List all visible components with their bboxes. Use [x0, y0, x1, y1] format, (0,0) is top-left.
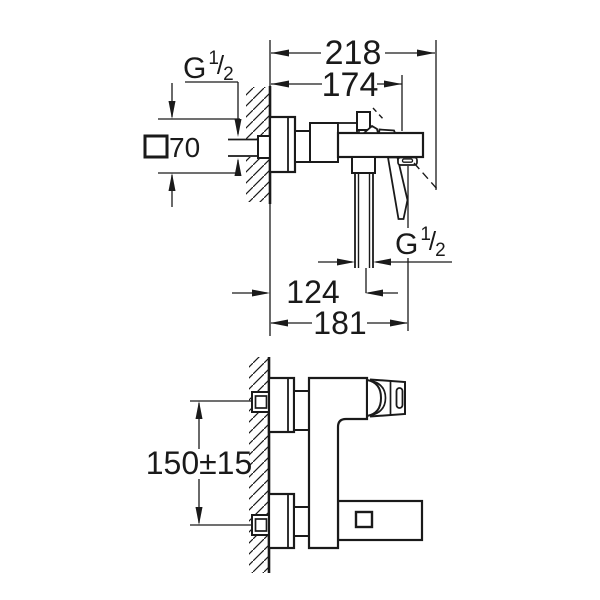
dim-150-label: 150±15: [146, 445, 253, 481]
outlet-boss: [351, 156, 376, 174]
lever-mount: [377, 128, 397, 134]
shower-outlet-pipe: [354, 173, 374, 268]
dimension-150: [190, 400, 253, 526]
connection-nipple-bottom: [293, 506, 311, 537]
escutcheon-top: [267, 376, 296, 434]
connection-nipple-top: [293, 390, 311, 431]
arrowhead: [384, 80, 402, 88]
dimensions-bottom-view: [190, 400, 253, 526]
dim-174-label: 174: [322, 66, 379, 104]
arrowhead: [271, 49, 289, 57]
union-nut-top-inner: [254, 395, 268, 409]
mixer-body: [307, 376, 369, 550]
arrowhead: [168, 173, 176, 191]
bottom-view: [249, 357, 424, 573]
arrowhead: [195, 401, 203, 419]
escutcheon: [268, 115, 297, 174]
connection-nipple: [294, 130, 311, 163]
arrowhead: [270, 319, 288, 327]
callout-thread-top: [185, 81, 242, 176]
lever-handle: [386, 156, 409, 220]
spout: [336, 499, 424, 542]
valve-body: [309, 122, 339, 163]
arrowhead: [252, 289, 270, 297]
diverter-knob: [356, 111, 371, 131]
arrowhead: [234, 158, 242, 176]
dimension-70: [158, 83, 240, 207]
escutcheon-bottom: [267, 492, 296, 550]
union-nut: [257, 135, 271, 159]
arrowhead: [234, 119, 242, 137]
arrowhead: [337, 258, 355, 266]
escutcheon-size-label: 70: [169, 132, 200, 163]
square-symbol-icon: [143, 134, 169, 159]
lever-pivot: [361, 124, 380, 134]
knob-swivel-dash: [372, 107, 386, 122]
dimension-124: [232, 289, 398, 297]
lever-handle-arc-inner: [370, 379, 387, 417]
arrowhead: [168, 101, 176, 119]
spout-aerator-square: [354, 510, 374, 529]
aerator-detail: [401, 158, 414, 163]
union-nut-bottom-inner: [254, 518, 268, 532]
lever-handle-slot: [395, 387, 404, 409]
dimension-174: [271, 80, 402, 88]
dim-181-label: 181: [313, 305, 366, 341]
dim-218-label: 218: [325, 34, 382, 72]
arrowhead: [390, 319, 408, 327]
inlet-pipe-fill: [228, 139, 259, 157]
aerator-swivel-dash: [413, 162, 439, 191]
arrowhead: [417, 49, 435, 57]
top-view: [228, 86, 439, 268]
arrowhead: [365, 289, 383, 297]
mixer-body: [336, 131, 425, 159]
dim-124-label: 124: [286, 274, 339, 310]
dimension-181: [270, 319, 408, 327]
dimensions-top-view: [158, 40, 452, 336]
dimension-thread-bottom: [318, 258, 452, 266]
arrowhead: [195, 507, 203, 525]
dimension-218: [271, 49, 435, 57]
arrowhead: [271, 80, 289, 88]
arrowhead: [373, 258, 391, 266]
